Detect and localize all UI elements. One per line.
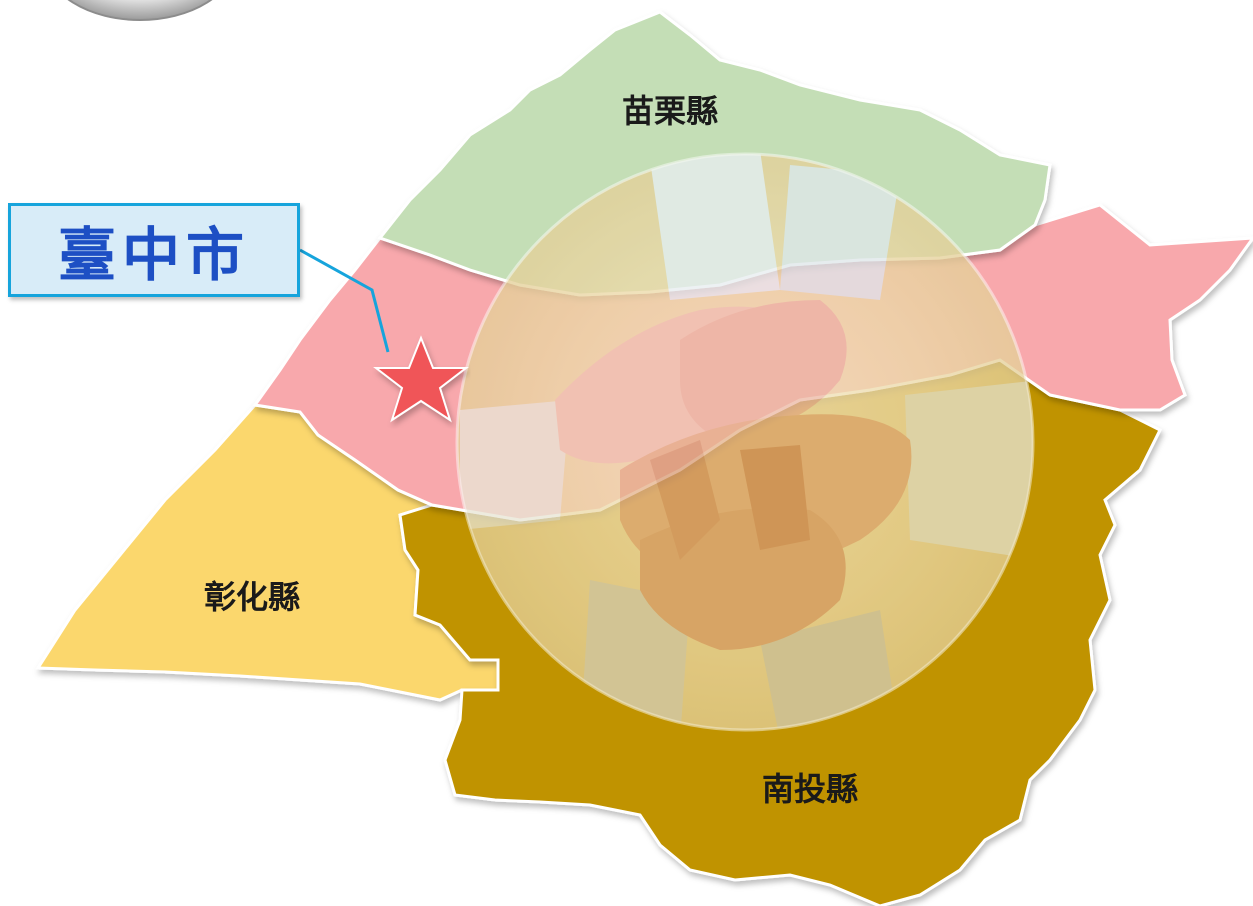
label-changhua: 彰化縣 [204,578,300,616]
label-miaoli: 苗栗縣 [622,92,718,130]
callout-label: 臺中市 [57,221,250,289]
callout-box-taichung: 臺中市 [8,203,300,297]
decor-disc [67,0,213,21]
callout-leader-line [299,248,390,353]
label-nantou: 南投縣 [762,770,858,808]
star-marker [373,335,469,423]
center-photo [455,152,1035,732]
